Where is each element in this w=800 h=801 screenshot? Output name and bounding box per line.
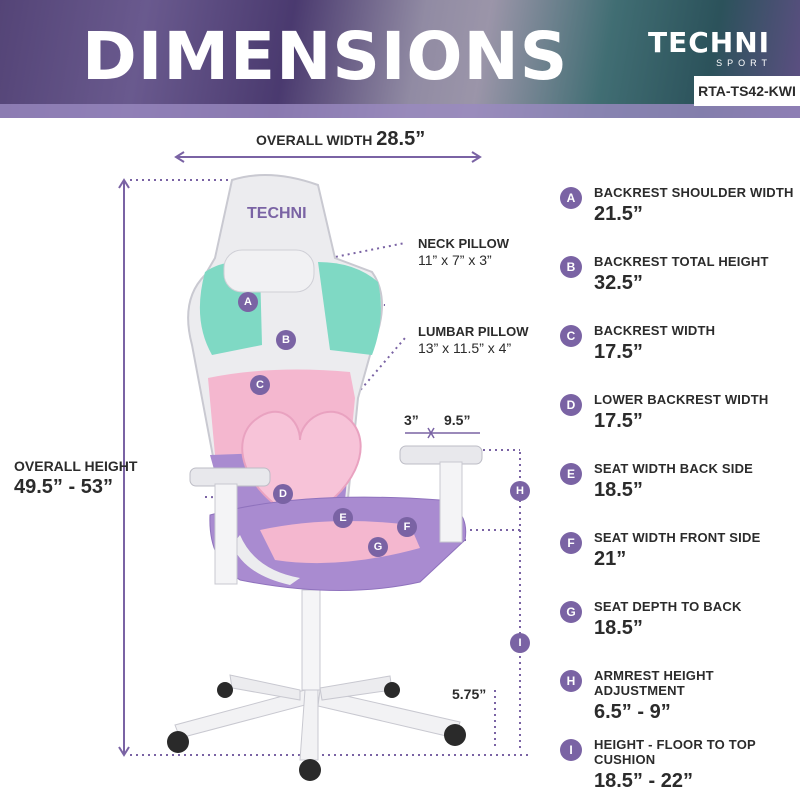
marker-d: D bbox=[273, 484, 293, 504]
spec-badge: H bbox=[560, 670, 582, 692]
overall-height-line bbox=[118, 178, 130, 757]
brand-logo: TECHNI SPORT bbox=[648, 26, 778, 72]
armrest-depth-b: 9.5” bbox=[444, 412, 471, 428]
model-number: RTA-TS42-KWI bbox=[694, 76, 800, 106]
overall-width-label: OVERALL WIDTH 28.5” bbox=[256, 128, 425, 151]
header-banner: DIMENSIONS TECHNI SPORT RTA-TS42-KWI bbox=[0, 0, 800, 118]
lumbar-pillow bbox=[241, 410, 362, 522]
overall-height-label: OVERALL HEIGHT 49.5” - 53” bbox=[14, 458, 137, 499]
overall-width-line bbox=[174, 151, 482, 163]
spec-label: HEIGHT - FLOOR TO TOP CUSHION bbox=[594, 737, 756, 767]
spec-label: ARMREST HEIGHT ADJUSTMENT bbox=[594, 668, 714, 698]
spec-badge: I bbox=[560, 739, 582, 761]
spec-badge: A bbox=[560, 187, 582, 209]
brand-logo-subtext: SPORT bbox=[716, 58, 772, 68]
overall-width-title: OVERALL WIDTH bbox=[256, 132, 373, 148]
spec-item-a: A BACKREST SHOULDER WIDTH 21.5” bbox=[560, 185, 800, 249]
overall-width-value: 28.5” bbox=[376, 128, 426, 150]
spec-value: 18.5” - 22” bbox=[594, 770, 693, 792]
page-title: DIMENSIONS bbox=[82, 18, 569, 95]
chair-brand-logo: TECHNI bbox=[247, 205, 307, 222]
spec-label: SEAT DEPTH TO BACK bbox=[594, 599, 742, 614]
lumbar-pillow-callout: LUMBAR PILLOW 13” x 11.5” x 4” bbox=[418, 323, 528, 357]
spec-item-e: E SEAT WIDTH BACK SIDE 18.5” bbox=[560, 461, 800, 525]
spec-item-f: F SEAT WIDTH FRONT SIDE 21” bbox=[560, 530, 800, 594]
spec-value: 6.5” - 9” bbox=[594, 701, 671, 723]
spec-item-h: H ARMREST HEIGHT ADJUSTMENT 6.5” - 9” bbox=[560, 668, 800, 732]
spec-item-b: B BACKREST TOTAL HEIGHT 32.5” bbox=[560, 254, 800, 318]
marker-e: E bbox=[333, 508, 353, 528]
spec-label: BACKREST SHOULDER WIDTH bbox=[594, 185, 794, 200]
brand-logo-text: TECHNI bbox=[648, 26, 771, 59]
spec-item-i: I HEIGHT - FLOOR TO TOP CUSHION 18.5” - … bbox=[560, 737, 800, 801]
overall-height-title: OVERALL HEIGHT bbox=[14, 458, 138, 474]
spec-label: LOWER BACKREST WIDTH bbox=[594, 392, 769, 407]
neck-pillow bbox=[223, 249, 315, 293]
spec-badge: F bbox=[560, 532, 582, 554]
armrest-width-marker bbox=[405, 427, 480, 439]
spec-label: BACKREST WIDTH bbox=[594, 323, 716, 338]
neck-pillow-title: NECK PILLOW bbox=[418, 236, 509, 251]
spec-badge: C bbox=[560, 325, 582, 347]
spec-label: SEAT WIDTH BACK SIDE bbox=[594, 461, 754, 476]
overall-height-value: 49.5” - 53” bbox=[14, 476, 113, 498]
spec-value: 18.5” bbox=[594, 479, 643, 501]
chair-armrests bbox=[189, 445, 483, 585]
spec-value: 32.5” bbox=[594, 272, 643, 294]
spec-label: SEAT WIDTH FRONT SIDE bbox=[594, 530, 761, 545]
spec-badge: G bbox=[560, 601, 582, 623]
neck-pillow-callout: NECK PILLOW 11” x 7” x 3” bbox=[418, 235, 509, 269]
marker-f: F bbox=[397, 517, 417, 537]
spec-badge: E bbox=[560, 463, 582, 485]
marker-b: B bbox=[276, 330, 296, 350]
armrest-depth-a: 3” bbox=[404, 412, 419, 428]
spec-item-c: C BACKREST WIDTH 17.5” bbox=[560, 323, 800, 387]
marker-c: C bbox=[250, 375, 270, 395]
neck-pillow-dims: 11” x 7” x 3” bbox=[418, 252, 492, 268]
banner-shade bbox=[0, 0, 800, 118]
spec-value: 18.5” bbox=[594, 617, 643, 639]
spec-value: 21” bbox=[594, 548, 627, 570]
lumbar-pillow-dims: 13” x 11.5” x 4” bbox=[418, 340, 512, 356]
marker-a: A bbox=[238, 292, 258, 312]
spec-list: A BACKREST SHOULDER WIDTH 21.5” B BACKRE… bbox=[560, 180, 800, 801]
spec-value: 17.5” bbox=[594, 410, 643, 432]
spec-value: 17.5” bbox=[594, 341, 643, 363]
spec-value: 21.5” bbox=[594, 203, 643, 225]
caster-height: 5.75” bbox=[452, 686, 487, 702]
spec-item-d: D LOWER BACKREST WIDTH 17.5” bbox=[560, 392, 800, 456]
lumbar-pillow-title: LUMBAR PILLOW bbox=[418, 324, 529, 339]
spec-item-g: G SEAT DEPTH TO BACK 18.5” bbox=[560, 599, 800, 663]
spec-label: BACKREST TOTAL HEIGHT bbox=[594, 254, 769, 269]
marker-h: H bbox=[510, 481, 530, 501]
chair-base bbox=[167, 589, 466, 781]
marker-g: G bbox=[368, 537, 388, 557]
marker-i: I bbox=[510, 633, 530, 653]
spec-badge: B bbox=[560, 256, 582, 278]
banner-stripe bbox=[0, 104, 800, 118]
spec-badge: D bbox=[560, 394, 582, 416]
